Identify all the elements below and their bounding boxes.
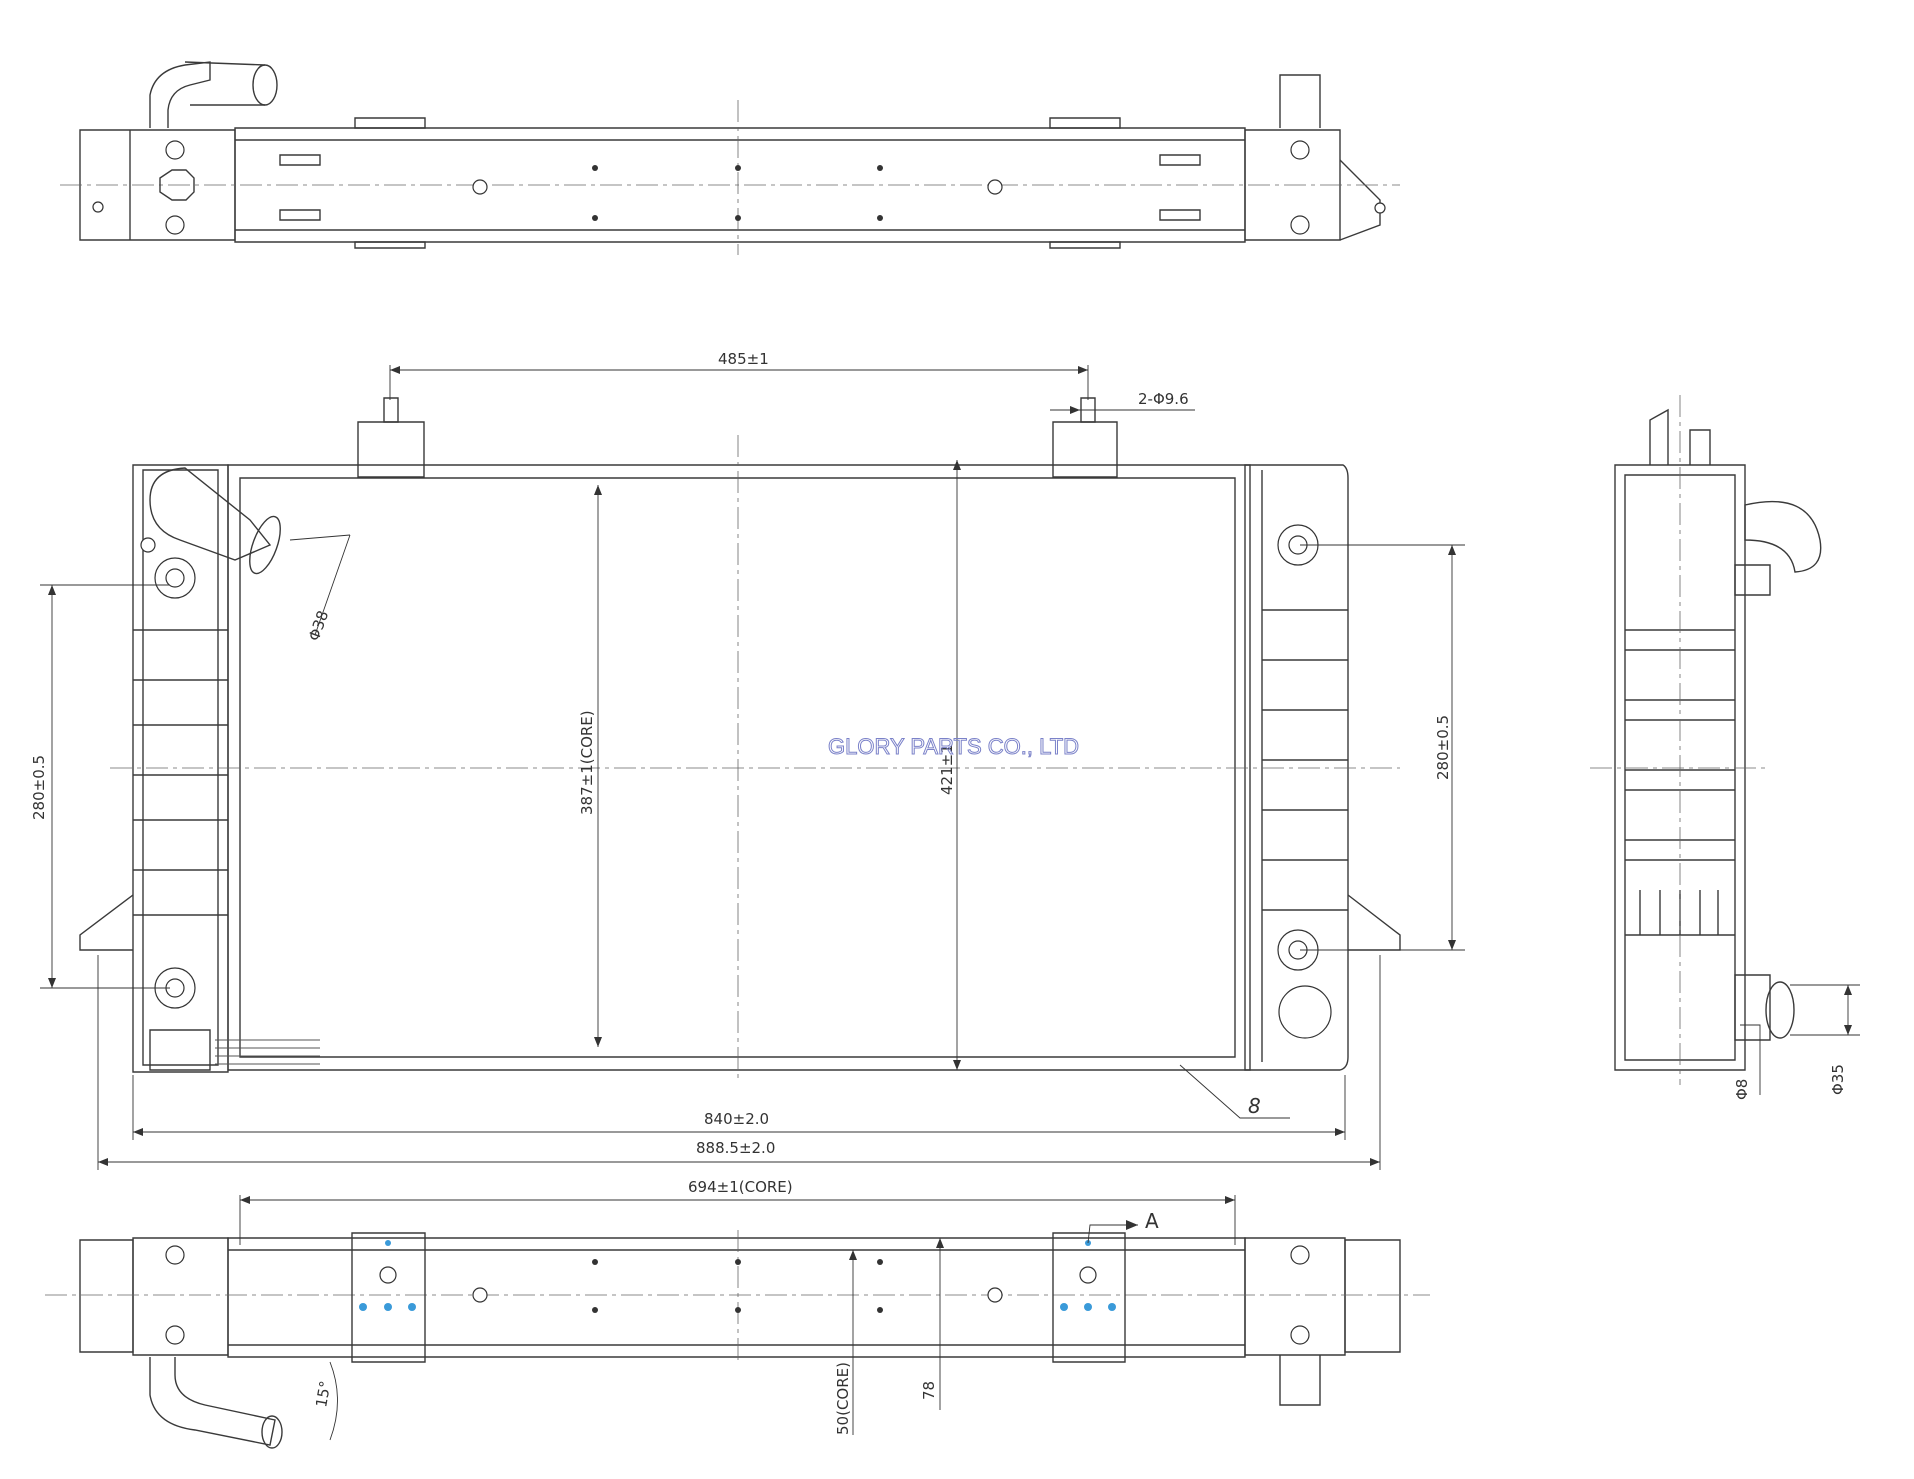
dim-bracket-holes: 2-Φ9.6	[1138, 390, 1189, 408]
dim-inlet-diameter: Φ38	[305, 608, 332, 643]
dim-total-depth: 78	[920, 1381, 938, 1400]
dim-right-tank-holes: 280±0.5	[1434, 715, 1452, 780]
dim-side-pipe-large: Φ35	[1829, 1064, 1847, 1095]
dim-core-depth: 50(CORE)	[834, 1362, 852, 1435]
dim-left-tank-holes: 280±0.5	[30, 755, 48, 820]
side-view: Φ8 Φ35	[1590, 395, 1860, 1100]
dim-bracket-spacing: 485±1	[718, 350, 769, 368]
dim-width-overall: 888.5±2.0	[696, 1139, 775, 1157]
dim-total-height: 421±1	[938, 744, 956, 795]
bottom-view: 694±1(CORE) A 50(CORE) 78 15°	[45, 1178, 1430, 1449]
dim-core-height: 387±1(CORE)	[578, 710, 596, 815]
dim-hose-angle: 15°	[312, 1379, 334, 1408]
watermark-text: GLORY PARTS CO., LTD	[828, 734, 1079, 759]
callout-8: 8	[1248, 1094, 1261, 1118]
dim-core-width: 694±1(CORE)	[688, 1178, 793, 1196]
front-view: 485±1 2-Φ9.6 Φ38 280±0.5 280±0.5 387±1(C…	[30, 350, 1465, 1170]
dim-width-tank: 840±2.0	[704, 1110, 769, 1128]
view-label-a: A	[1145, 1209, 1159, 1233]
top-view	[60, 61, 1400, 255]
dim-side-pipe-small: Φ8	[1733, 1079, 1751, 1100]
